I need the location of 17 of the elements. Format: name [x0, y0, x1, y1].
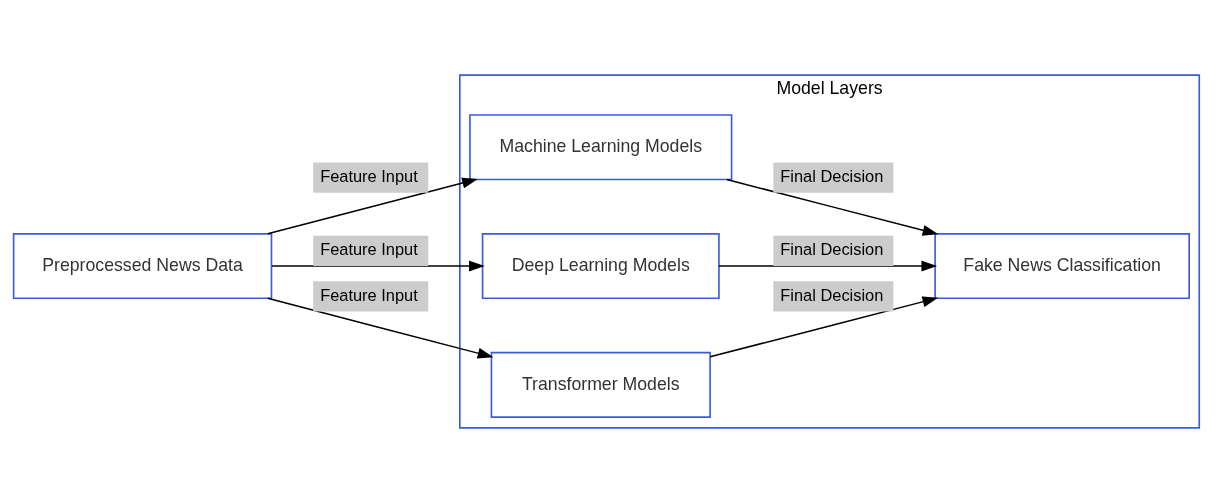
node-box: Fake News Classification	[934, 232, 1190, 299]
edge-label: Final Decision	[780, 239, 884, 258]
edge-label: Final Decision	[780, 285, 884, 304]
node-box: Transformer Models	[490, 351, 711, 418]
arrow	[718, 260, 938, 272]
edge-label: Final Decision	[780, 166, 884, 185]
node-box: Machine Learning Models	[469, 113, 733, 180]
node-box: Preprocessed News Data	[12, 232, 273, 299]
arrow	[266, 177, 478, 234]
edge-label: Feature Input	[320, 239, 418, 258]
arrow	[709, 295, 939, 358]
arrow	[271, 260, 485, 272]
arrow	[726, 178, 939, 236]
arrow	[266, 297, 494, 359]
edge-label: Feature Input	[320, 285, 418, 304]
node-box: Deep Learning Models	[481, 232, 720, 299]
edge-label: Feature Input	[320, 166, 418, 185]
